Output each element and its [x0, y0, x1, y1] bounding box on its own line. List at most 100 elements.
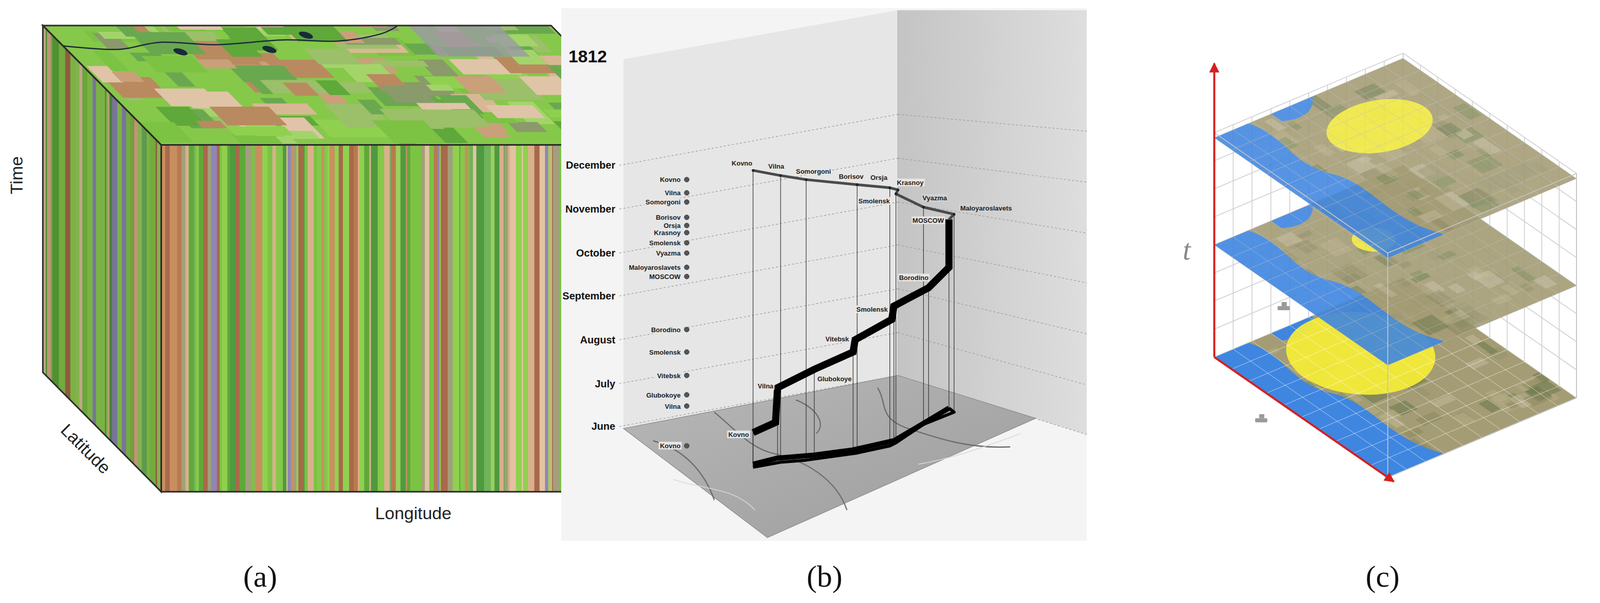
cube-frame: [1214, 132, 1577, 478]
terrain-patch: [1408, 269, 1429, 281]
place-dot: [684, 199, 690, 205]
pixel-stripe: [235, 145, 240, 493]
advance-path: [752, 219, 949, 433]
month-guide: [619, 114, 899, 166]
terrain-patch: [1345, 156, 1377, 175]
plane-grid: [1318, 130, 1507, 211]
place-dot: [684, 264, 690, 270]
pixel-stripe: [416, 145, 422, 493]
lake: [170, 48, 191, 56]
terrain-patch: [1435, 122, 1463, 137]
retreat-route: [752, 408, 954, 468]
pixel-stripe: [293, 145, 297, 493]
pixel-stripe: [169, 145, 176, 493]
pixel-stripe: [193, 145, 196, 493]
terrain-patch: [1434, 191, 1470, 212]
terrain-patch: [1472, 270, 1506, 289]
frame-line: [1575, 173, 1577, 398]
path-label: Somorgoni: [794, 167, 833, 176]
pixel-stripe: [447, 145, 454, 493]
pixel-stripe: [349, 145, 354, 493]
pixel-stripe: [544, 145, 549, 493]
terrain-patch: [1428, 145, 1449, 157]
pixel-stripe: [230, 145, 236, 493]
drop-line: [893, 306, 895, 441]
place-name: Glubokoye: [645, 391, 682, 399]
path-vertex: [751, 169, 755, 172]
pixel-stripe: [298, 145, 304, 493]
month-label: August: [580, 334, 616, 346]
grid-line: [1575, 173, 1577, 398]
terrain-patch: [1476, 340, 1499, 355]
pixel-stripe: [296, 145, 299, 493]
field: [473, 126, 511, 138]
terrain-patch: [1500, 284, 1520, 296]
pixel-stripe: [272, 145, 277, 493]
pixel-stripe: [353, 145, 359, 493]
path-vertex: [888, 186, 891, 190]
field: [371, 120, 446, 144]
drop-line: [813, 369, 815, 456]
pixel-stripe: [377, 145, 385, 493]
path-label: Krasnoy: [896, 178, 925, 187]
terrain-patch: [1435, 113, 1450, 121]
terrain-patch: [1373, 162, 1400, 178]
pixel-stripe: [262, 145, 268, 493]
terrain: [673, 433, 1021, 511]
field: [209, 106, 288, 126]
plane-grid: [1387, 178, 1577, 259]
place-name: MOSCOW: [648, 272, 682, 281]
pixel-stripe: [437, 145, 440, 493]
terrain-patch: [1414, 411, 1444, 426]
month-label: June: [591, 421, 616, 432]
map-planes: [1214, 58, 1577, 478]
plane-grid: [1335, 142, 1525, 223]
pixel-stripe: [188, 145, 194, 493]
field: [379, 85, 436, 103]
pixel-stripe: [227, 145, 231, 493]
pixel-stripe: [452, 145, 460, 493]
path-label: MOSCOW: [911, 216, 945, 225]
place-dot: [684, 240, 690, 246]
land: [1214, 58, 1577, 259]
pixel-stripe: [539, 145, 545, 493]
plane-grid: [1387, 398, 1577, 478]
place-dots: [684, 177, 690, 449]
plane-grid: [1370, 385, 1560, 466]
terrain-patch: [1522, 390, 1554, 407]
drop-line: [923, 207, 924, 425]
place-name: Vyazma: [654, 249, 682, 258]
terrain-patch: [1484, 389, 1512, 406]
pixel-stripe: [359, 145, 365, 493]
place-name: Smolensk: [648, 348, 682, 356]
axis-label: t: [1182, 235, 1192, 265]
pixel-stripe: [400, 145, 406, 493]
pixel-stripe: [287, 145, 292, 493]
month-guide: [619, 288, 899, 340]
place-dot: [684, 190, 690, 196]
pixel-stripe: [165, 145, 170, 493]
pixel-stripe: [395, 145, 401, 493]
month-guide: [898, 244, 1087, 283]
path-vertex: [952, 213, 956, 216]
field: [468, 13, 516, 27]
terrain-patch: [1403, 427, 1425, 439]
pixel-stripe: [476, 145, 480, 493]
month-guide: [898, 114, 1087, 132]
plane-grid: [1370, 166, 1560, 247]
place-name: Borodino: [650, 325, 682, 334]
pixel-stripe: [524, 145, 529, 493]
pixel-stripe: [472, 145, 477, 493]
place-name: Orsja: [662, 221, 682, 230]
pixel-stripe: [329, 145, 335, 493]
terrain-patch: [1510, 265, 1538, 283]
pixel-stripe: [424, 145, 430, 493]
path-label: Smolensk: [857, 197, 891, 205]
path-vertex: [779, 174, 782, 177]
pixel-stripe: [534, 145, 540, 493]
field: [315, 80, 352, 96]
field: [303, 48, 362, 65]
march-path: [751, 169, 956, 433]
pixel-stripe: [195, 145, 200, 493]
